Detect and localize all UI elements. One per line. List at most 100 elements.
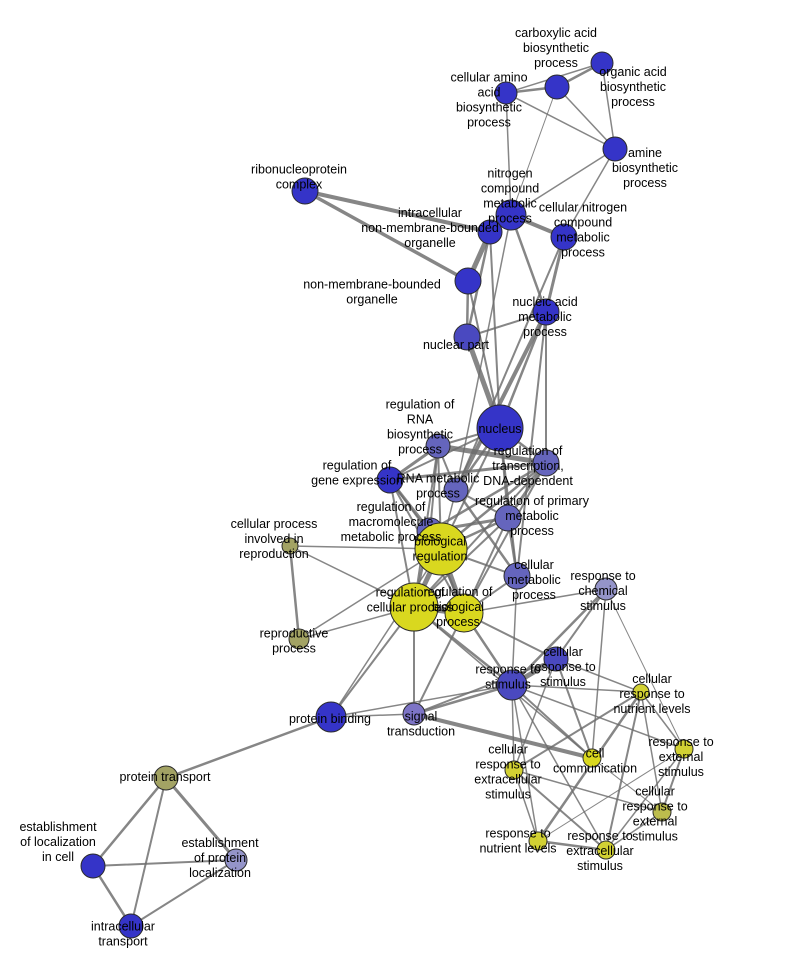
edge-carboxylic-acid-biosynthetic--nitrogen-compound-metabolic [510, 86, 558, 216]
node-cellular-metabolic[interactable] [503, 562, 531, 590]
node-cellular-nitrogen-compound-metabolic[interactable] [550, 223, 578, 251]
node-label-nucleus: nucleus [478, 422, 521, 436]
edge-cellular-response-extracellular--cellular-response-external [513, 769, 663, 813]
edge-protein-binding--protein-transport [164, 715, 333, 780]
edge-response-external--cellular-response-external [661, 748, 685, 813]
node-reg-gene-expression[interactable] [376, 466, 404, 494]
node-cellular-amino-acid-biosynthetic[interactable] [494, 81, 518, 105]
node-establishment-protein-localization[interactable] [224, 848, 248, 872]
edge-ribonucleoprotein-complex--nm-organelle [303, 189, 470, 283]
node-protein-binding[interactable] [315, 701, 347, 733]
node-organic-acid-biosynthetic[interactable] [590, 51, 614, 75]
node-intracellular-nm-organelle[interactable] [477, 219, 503, 245]
node-response-external[interactable] [674, 739, 694, 759]
edge-response-stimulus--cellular-response-nutrient [511, 684, 642, 693]
edge-reproductive-process--biological-regulation [298, 548, 442, 640]
edge-response-extracellular--cellular-response-external [605, 811, 663, 851]
edge-response-chemical-stimulus--cell-communication [591, 588, 607, 759]
nodes-layer [80, 51, 694, 939]
edge-reg-transcription-dna--reg-gene-expression [388, 461, 548, 482]
node-nm-organelle[interactable] [454, 267, 482, 295]
edge-response-external--response-extracellular [605, 748, 685, 851]
edge-cellular-response-stimulus--cellular-response-extracellular [513, 658, 557, 771]
edge-response-stimulus--response-external [511, 684, 685, 750]
node-rna-metabolic[interactable] [443, 477, 469, 503]
edge-protein-binding--biological-regulation [330, 548, 442, 718]
node-reg-transcription-dna[interactable] [532, 449, 560, 477]
edge-cellular-response-nutrient--response-external [640, 691, 685, 750]
node-signal-transduction[interactable] [402, 702, 426, 726]
node-cellular-response-nutrient[interactable] [632, 683, 650, 701]
node-intracellular-transport[interactable] [118, 913, 144, 939]
edge-nitrogen-compound-metabolic--nucleic-acid-metabolic [509, 213, 548, 314]
node-reg-biological-process[interactable] [444, 593, 484, 633]
node-response-chemical-stimulus[interactable] [594, 577, 618, 601]
edge-cellular-response-nutrient--cellular-response-external [640, 691, 663, 813]
edge-nuclear-part--nucleic-acid-metabolic [466, 311, 547, 338]
node-label-nuclear-part: nuclear part [423, 338, 490, 352]
node-cellular-response-extracellular[interactable] [504, 760, 524, 780]
node-nucleus[interactable] [476, 404, 524, 452]
edge-nm-organelle--nucleus [467, 280, 501, 429]
edge-signal-transduction--cell-communication [412, 712, 594, 760]
edge-reg-transcription-dna--reg-biological-process [463, 462, 547, 614]
edge-cellular-response-stimulus--signal-transduction [413, 658, 557, 715]
node-cellular-response-external[interactable] [652, 802, 672, 822]
edge-protein-transport--establishment-protein-localization [164, 776, 238, 862]
edge-establishment-localization-cell--establishment-protein-localization [92, 859, 237, 867]
node-cell-communication[interactable] [582, 748, 602, 768]
node-nucleic-acid-metabolic[interactable] [532, 298, 560, 326]
node-ribonucleoprotein-complex[interactable] [291, 177, 319, 205]
node-reg-rna-biosynthetic[interactable] [425, 433, 451, 459]
node-cellular-response-stimulus[interactable] [543, 646, 569, 672]
edge-reg-transcription-dna--reg-cellular-process [413, 462, 547, 608]
edge-cellular-response-extracellular--response-nutrient-levels [513, 769, 539, 842]
node-response-stimulus[interactable] [496, 669, 528, 701]
node-establishment-localization-cell[interactable] [80, 853, 106, 879]
node-biological-regulation[interactable] [414, 522, 468, 576]
edge-amine-biosynthetic--nitrogen-compound-metabolic [510, 148, 616, 216]
node-label-protein-transport: protein transport [119, 770, 211, 784]
node-cellular-process-reproduction[interactable] [281, 537, 299, 555]
node-reg-primary-metabolic[interactable] [494, 504, 522, 532]
node-nuclear-part[interactable] [453, 323, 481, 351]
node-amine-biosynthetic[interactable] [602, 136, 628, 162]
edge-cellular-response-nutrient--cellular-response-extracellular [513, 691, 642, 771]
edge-reg-transcription-dna--reg-macromolecule-metabolic [428, 461, 548, 533]
node-response-nutrient-levels[interactable] [528, 831, 548, 851]
node-nitrogen-compound-metabolic[interactable] [495, 199, 527, 231]
edge-ribonucleoprotein-complex--intracellular-nm-organelle [303, 189, 492, 234]
node-carboxylic-acid-biosynthetic[interactable] [544, 74, 570, 100]
node-response-extracellular[interactable] [596, 840, 616, 860]
edge-organic-acid-biosynthetic--amine-biosynthetic [601, 62, 616, 150]
node-reproductive-process[interactable] [288, 628, 310, 650]
node-protein-transport[interactable] [153, 765, 179, 791]
node-reg-cellular-process[interactable] [389, 582, 439, 632]
